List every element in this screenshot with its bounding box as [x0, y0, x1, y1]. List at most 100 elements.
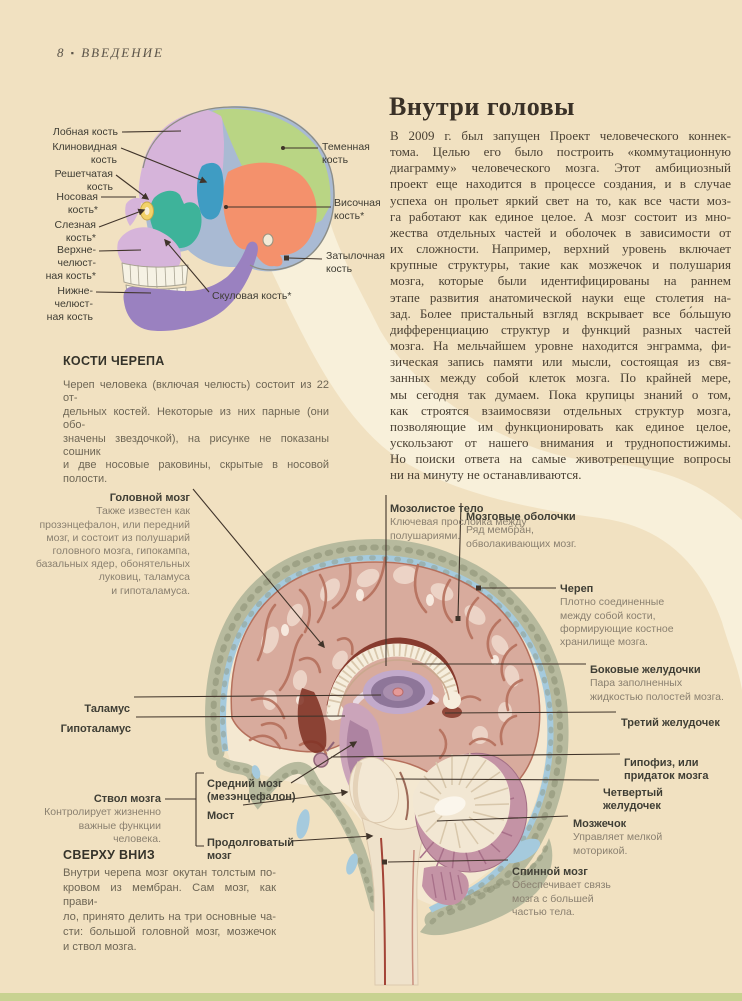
brain-label-cerebellum-desc: Управляет мелкой моторикой.: [573, 831, 663, 857]
brain-label-midbrain: Средний мозг (мезэнцефалон): [207, 765, 296, 818]
footer-strip: [0, 993, 742, 1001]
callosum-inner-line: [337, 659, 450, 717]
top-down-body-lastline: и ствол мозга.: [63, 940, 137, 953]
skull-label-lacrimal: Слезная кость*: [54, 219, 96, 244]
callosum-splenium: [443, 691, 461, 709]
line-frontal: [121, 130, 182, 133]
brain-label-brainstem-desc: Контролирует жизненно важные функции чел…: [44, 806, 161, 845]
skull-label-frontal: Лобная кость: [52, 126, 118, 138]
skull-label-sphenoid: Клиновидная кость: [52, 141, 117, 166]
brain-label-third-ventricle: Третий желудочек: [621, 704, 720, 744]
brain-label-cerebrum-title: Головной мозг: [109, 492, 190, 505]
brain-label-pituitary: Гипофиз, или придаток мозга: [624, 744, 708, 797]
brain-label-thalamus-title: Таламус: [84, 703, 130, 716]
pointer-dots: [224, 146, 481, 865]
skull-label-zygomatic: Скуловая кость*: [212, 290, 292, 302]
dark-crevice-front: [297, 688, 327, 754]
fourth-ventricle-line: [399, 771, 409, 821]
skull-label-occipital: Затылочная кость: [326, 250, 385, 275]
skull-outline: [142, 106, 335, 271]
header-separator: ▪: [70, 48, 76, 58]
line-pituitary: [330, 753, 621, 758]
temporal-bone: [223, 162, 317, 267]
skull-label-parietal: Теменная кость: [322, 141, 370, 166]
sphenoid-bone: [197, 162, 224, 220]
thalamus-dot: [392, 687, 404, 697]
skull-label-nasal: Носовая кость*: [56, 191, 98, 216]
skull-label-mandible: Нижне- челюст- ная кость: [46, 285, 93, 323]
brain-label-fourth-ventricle: Четвертый желудочек: [603, 774, 663, 827]
top-down-heading: СВЕРХУ ВНИЗ: [63, 848, 156, 862]
pituitary-gland: [313, 752, 329, 768]
brain-label-hypothalamus-title: Гипоталамус: [60, 723, 131, 736]
brain-label-meninges-desc: Ряд мембран, обволакивающих мозг.: [466, 524, 577, 550]
line-spinal: [387, 859, 509, 863]
brain-label-medulla-title: Продолговатый мозг: [207, 837, 295, 863]
brain-label-cerebellum-title: Мозжечок: [573, 818, 627, 831]
line-pons: [242, 789, 349, 806]
brain-label-hypothalamus: Гипоталамус: [61, 710, 131, 750]
brain-label-medulla: Продолговатый мозг: [207, 824, 294, 877]
line-lacrimal: [98, 208, 146, 228]
mandible-bone: [123, 241, 258, 332]
page-number: 8: [57, 45, 66, 60]
line-third: [444, 711, 617, 714]
skull-label-maxilla: Верхне- челюст- ная кость*: [45, 244, 96, 282]
intro-title: Внутри головы: [389, 92, 575, 121]
brain-label-pons-title: Мост: [207, 810, 235, 823]
top-down-body: Внутри черепа мозг окутан толстым по- кр…: [63, 866, 276, 954]
brain-label-corpus-title: Мозолистое тело: [390, 503, 484, 516]
medulla-spinal-cord: [361, 817, 430, 986]
cord-midline: [380, 837, 386, 986]
ear-canal: [262, 233, 274, 247]
line-sphenoid: [120, 147, 208, 184]
line-medulla: [290, 832, 374, 842]
cord-line2: [411, 849, 415, 986]
brain-label-meninges-title: Мозговые оболочки: [466, 511, 576, 524]
brain-label-thalamus: Таламус: [84, 690, 130, 730]
meninges-layer: [219, 554, 554, 913]
skull-illustration: [117, 105, 335, 332]
pons-shading: [352, 761, 370, 824]
corpus-callosum: [326, 643, 459, 721]
brain-label-brainstem-title: Ствол мозга: [93, 793, 161, 806]
brain-label-corpus-desc: Ключевая прослойка между полушариями.: [390, 516, 527, 542]
top-down-body-lines: Внутри черепа мозг окутан толстым по- кр…: [63, 867, 276, 938]
skull-label-ethmoid: Решетчатая кость: [54, 168, 113, 193]
line-zygomatic: [164, 238, 210, 293]
line-mandible: [95, 291, 152, 294]
cerebellum-tonsil: [422, 866, 469, 906]
line-fourth: [395, 778, 600, 781]
pons: [349, 756, 399, 824]
dark-splenium: [442, 706, 462, 718]
bones-section-body: Череп человека (включая челюсть) состоит…: [63, 379, 329, 485]
pointer-lines: [95, 130, 621, 863]
bones-section-heading: КОСТИ ЧЕРЕПА: [63, 354, 165, 368]
brain-label-spinal-desc: Обеспечивает связь мозга с большей часть…: [512, 879, 611, 918]
brain-label-third-title: Третий желудочек: [621, 717, 720, 730]
line-meninges: [457, 502, 462, 619]
brain-label-lateral-desc: Пара заполненных жидкостью полостей мозг…: [590, 677, 724, 703]
maxilla-bone: [117, 227, 182, 272]
cortex-gyri: [248, 556, 524, 760]
brain-label-midbrain-title: Средний мозг (мезэнцефалон): [207, 778, 296, 804]
intro-body-lines: В 2009 г. был запущен Проект человеческо…: [390, 128, 731, 467]
brain-label-skull-desc: Плотно соединенные между собой кости, фо…: [560, 596, 674, 649]
brain-illustration: [205, 538, 569, 986]
bracket-brainstem: [195, 772, 204, 847]
nasal-bone: [125, 197, 142, 226]
brain-label-pituitary-title: Гипофиз, или придаток мозга: [624, 757, 709, 783]
section-title: ВВЕДЕНИЕ: [81, 45, 164, 60]
brain-label-pons: Мост: [207, 797, 234, 837]
line-cerebrum: [192, 488, 325, 649]
background-swoosh: [253, 222, 742, 690]
csf-pockets: [251, 765, 541, 875]
